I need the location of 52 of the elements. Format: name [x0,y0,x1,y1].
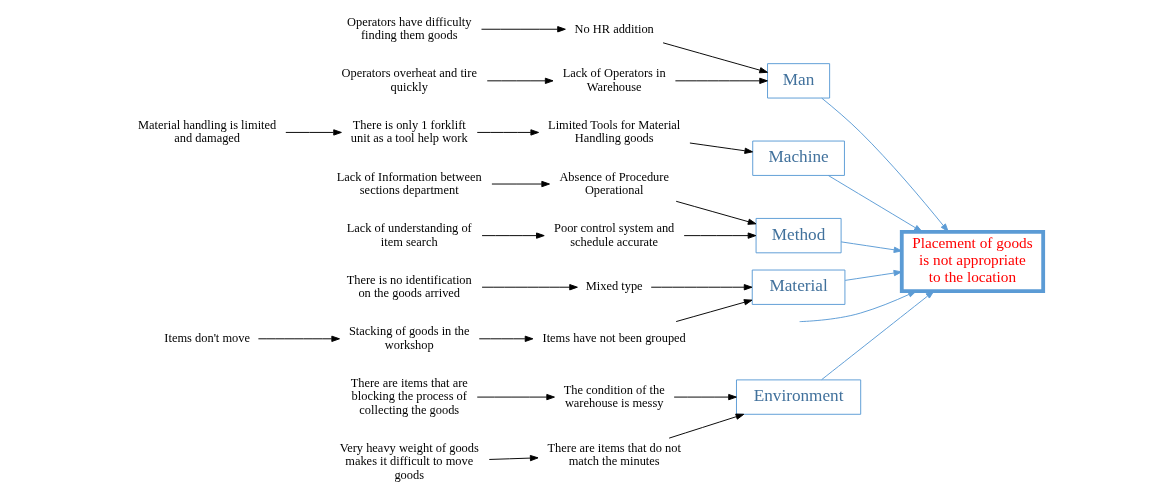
arrow [820,290,934,381]
node-text: Operators have difficulty finding them goods [346,14,471,43]
node-text: There is only 1 forklift unit as a tool help work [350,118,468,146]
arrow [257,335,340,342]
arrow [827,175,923,233]
arrow [662,42,768,74]
node-box: Material [751,269,845,305]
node-box: Placement of goods is not appropriate to the location [899,229,1045,293]
arrow [674,77,768,84]
node-text: Stacking of goods in the workshop [348,324,470,352]
node-text: Material handling is limited and damaged [137,118,276,146]
arrow [284,129,342,136]
arrow [820,97,949,233]
arrow [844,269,902,281]
node-text: Lack of understanding of item search [346,221,472,249]
arrow [675,299,752,323]
arrow [476,393,555,401]
arrow [478,335,533,342]
arrow [673,393,737,401]
node-text: There are items that are blocking the process of collecting the goods [350,375,468,417]
node-text: Limited Tools for Material Handling goods [547,118,680,146]
arrow [481,284,578,291]
node-text: Absence of Procedure Operational [558,169,669,197]
arrow [481,232,545,239]
arrow [840,241,902,253]
arrow [683,232,756,239]
node-text: Lack of Operators in Warehouse [562,66,666,94]
node-text: Items don't move [163,331,250,346]
node-text: Very heavy weight of goods makes it difficult to move goods [339,440,479,482]
arrow [688,142,753,154]
node-text: Items have not been grouped [542,331,686,346]
arrow [486,77,553,84]
node-box: Machine [751,140,845,176]
node-text: No HR addition [574,21,654,36]
node-text: Operators overheat and tire quickly [341,66,477,94]
node-text: Poor control system and schedule accurate [553,221,674,249]
arrow [675,200,756,225]
node-text: Lack of Information between sections department [336,169,482,197]
node-text: There are items that do not match the minutes [547,440,681,469]
node-box: Man [766,63,830,99]
arrow [490,180,550,188]
node-box: Environment [735,379,861,415]
node-text: Mixed type [585,279,643,294]
arrow [650,284,752,291]
node-box: Method [755,217,842,254]
node-text: There is no identification on the goods arrived [346,272,472,301]
arrow [476,129,539,136]
arrow [480,26,566,33]
arrow [668,413,744,439]
arrow [488,454,538,462]
arrow [798,290,917,323]
node-text: The condition of the warehouse is messy [563,382,665,411]
